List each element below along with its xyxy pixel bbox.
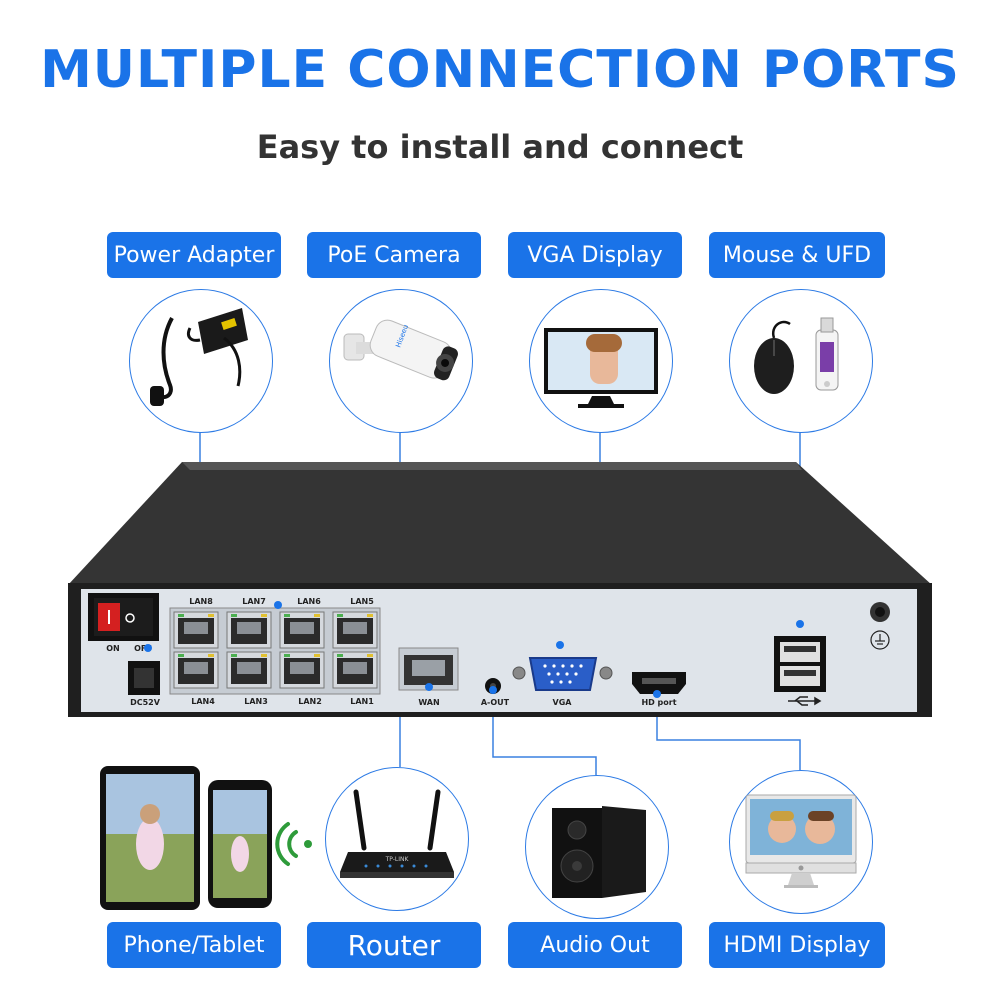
wifi-signal-icon [275,822,312,866]
label-phone-tablet: Phone/Tablet [107,922,281,968]
lan-port [332,611,378,649]
usb-symbol-icon [788,696,822,706]
usb-ports [774,636,826,692]
router-circle: TP-LINK [325,767,469,911]
audio-out-label: A-OUT [481,698,510,707]
label-vga-display: VGA Display [508,232,682,278]
lan-port [226,611,272,649]
lan7-label: LAN7 [242,597,266,606]
label-power-adapter: Power Adapter [107,232,281,278]
tablet-icon [100,766,200,910]
label-mouse-ufd: Mouse & UFD [709,232,885,278]
page-title: MULTIPLE CONNECTION PORTS [40,40,960,100]
power-switch [88,593,159,641]
lan5-label: LAN5 [350,597,374,606]
vga-label: VGA [553,698,573,707]
router-brand-text: TP-LINK [385,856,410,863]
usb-flash-drive-icon [815,317,839,391]
phone-icon [208,780,272,908]
power-adapter-icon [150,308,248,406]
mouse-ufd-circle [729,289,873,433]
speaker-icon [552,806,646,898]
wan-label: WAN [418,698,439,707]
lan1-label: LAN1 [350,697,374,706]
lan-port [332,651,378,689]
power-adapter-circle [129,289,273,433]
monitor-icon [544,328,658,408]
lan3-label: LAN3 [244,697,268,706]
lan6-label: LAN6 [297,597,321,606]
audio-out-circle [525,775,669,919]
label-router: Router [307,922,481,968]
poe-camera-circle: Hiseeu [329,289,473,433]
hdmi-display-circle [729,770,873,914]
mouse-icon [754,320,794,394]
label-audio-out: Audio Out [508,922,682,968]
lan-port [173,651,219,689]
vga-display-circle [529,289,673,433]
lan2-label: LAN2 [298,697,322,706]
ground-terminal-icon [870,602,890,650]
switch-off-label: OFF [134,644,152,653]
connector-dots [144,601,804,698]
lan8-label: LAN8 [189,597,213,606]
hdmi-port [632,672,686,694]
poe-camera-icon: Hiseeu [343,319,458,381]
label-hdmi-display: HDMI Display [709,922,885,968]
wan-port [398,647,459,691]
lan-port [279,611,325,649]
lan-port [279,651,325,689]
lan4-label: LAN4 [191,697,215,706]
dc-port-label: DC52V [130,698,161,707]
page-subtitle: Easy to install and connect [256,128,744,166]
hdmi-label: HD port [641,698,676,707]
switch-on-label: ON [106,644,120,653]
hdmi-monitor-icon [745,794,857,888]
lan-port [173,611,219,649]
vga-port [512,657,613,691]
router-icon: TP-LINK [340,789,454,878]
label-poe-camera: PoE Camera [307,232,481,278]
lan-port [226,651,272,689]
dc-power-port [128,661,160,695]
